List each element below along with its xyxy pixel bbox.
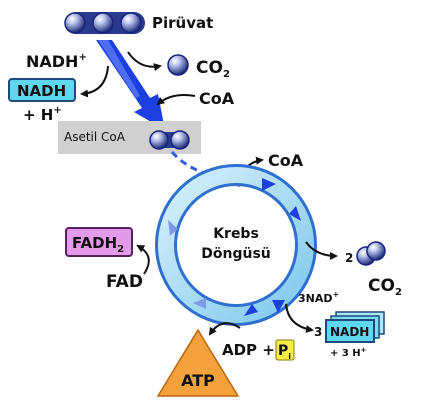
fad-to-fadh2-arrow: [136, 245, 150, 275]
cycle-arrow-bottom: [244, 304, 258, 316]
pi-box: Pi: [275, 339, 295, 361]
nadh-box: NADH: [8, 78, 76, 102]
acetyl-coa-label: Asetil CoA: [64, 130, 126, 144]
pyruvate-label: Pirüvat: [152, 14, 213, 32]
cycle-arrow-bottom-left: [193, 298, 206, 309]
nadh-plus-label: NADH+: [26, 52, 87, 71]
cycle-arrow-left: [168, 220, 178, 236]
nadh-stack-label: NADH: [330, 325, 369, 339]
nad-in-label: 3NAD+: [298, 290, 339, 305]
h-plus-label: + H+: [23, 105, 62, 124]
nadh-stack-count: 3: [314, 325, 322, 339]
co2-release-arrow: [127, 51, 162, 72]
coa-out-label: CoA: [268, 151, 304, 170]
adp-to-atp-arrow: [208, 322, 241, 336]
adp-label: ADP +: [222, 341, 275, 359]
co2-right-label: CO2: [368, 276, 402, 298]
co2-right-count: 2: [345, 251, 353, 265]
coa-in-label: CoA: [199, 89, 235, 108]
nad-to-nadh-arrow: [285, 303, 314, 333]
cycle-arrow-right: [289, 206, 301, 221]
atp-label: ATP: [181, 371, 215, 390]
nadh-stack-h: + 3 H+: [330, 346, 367, 359]
fadh2-box: FADH2: [65, 227, 133, 257]
co2-top-label: CO2: [196, 58, 230, 80]
co2-top-molecule: [167, 54, 189, 76]
cycle-title-line1: Krebs: [213, 226, 259, 242]
cycle-arrow-bottom-right: [272, 300, 285, 313]
nadh-box-label: NADH: [17, 82, 66, 100]
nadh-stack: NADH: [325, 311, 385, 343]
atp-triangle: [156, 328, 240, 397]
fadh2-label: FADH2: [72, 234, 124, 255]
co2-right-molecules: [356, 241, 386, 266]
fad-label: FAD: [106, 272, 143, 292]
co2-right-arrow: [305, 241, 338, 260]
cycle-arrow-top: [262, 178, 276, 191]
pyruvate-molecule: [64, 12, 145, 34]
cycle-title-line2: Döngüsü: [201, 246, 271, 262]
pi-label: Pi: [278, 343, 291, 361]
acetyl-coa-molecule: [149, 130, 190, 150]
coa-in-arrow: [156, 94, 196, 106]
nadh-formation-arrow: [80, 65, 109, 98]
krebs-cycle-ring: [155, 164, 317, 326]
